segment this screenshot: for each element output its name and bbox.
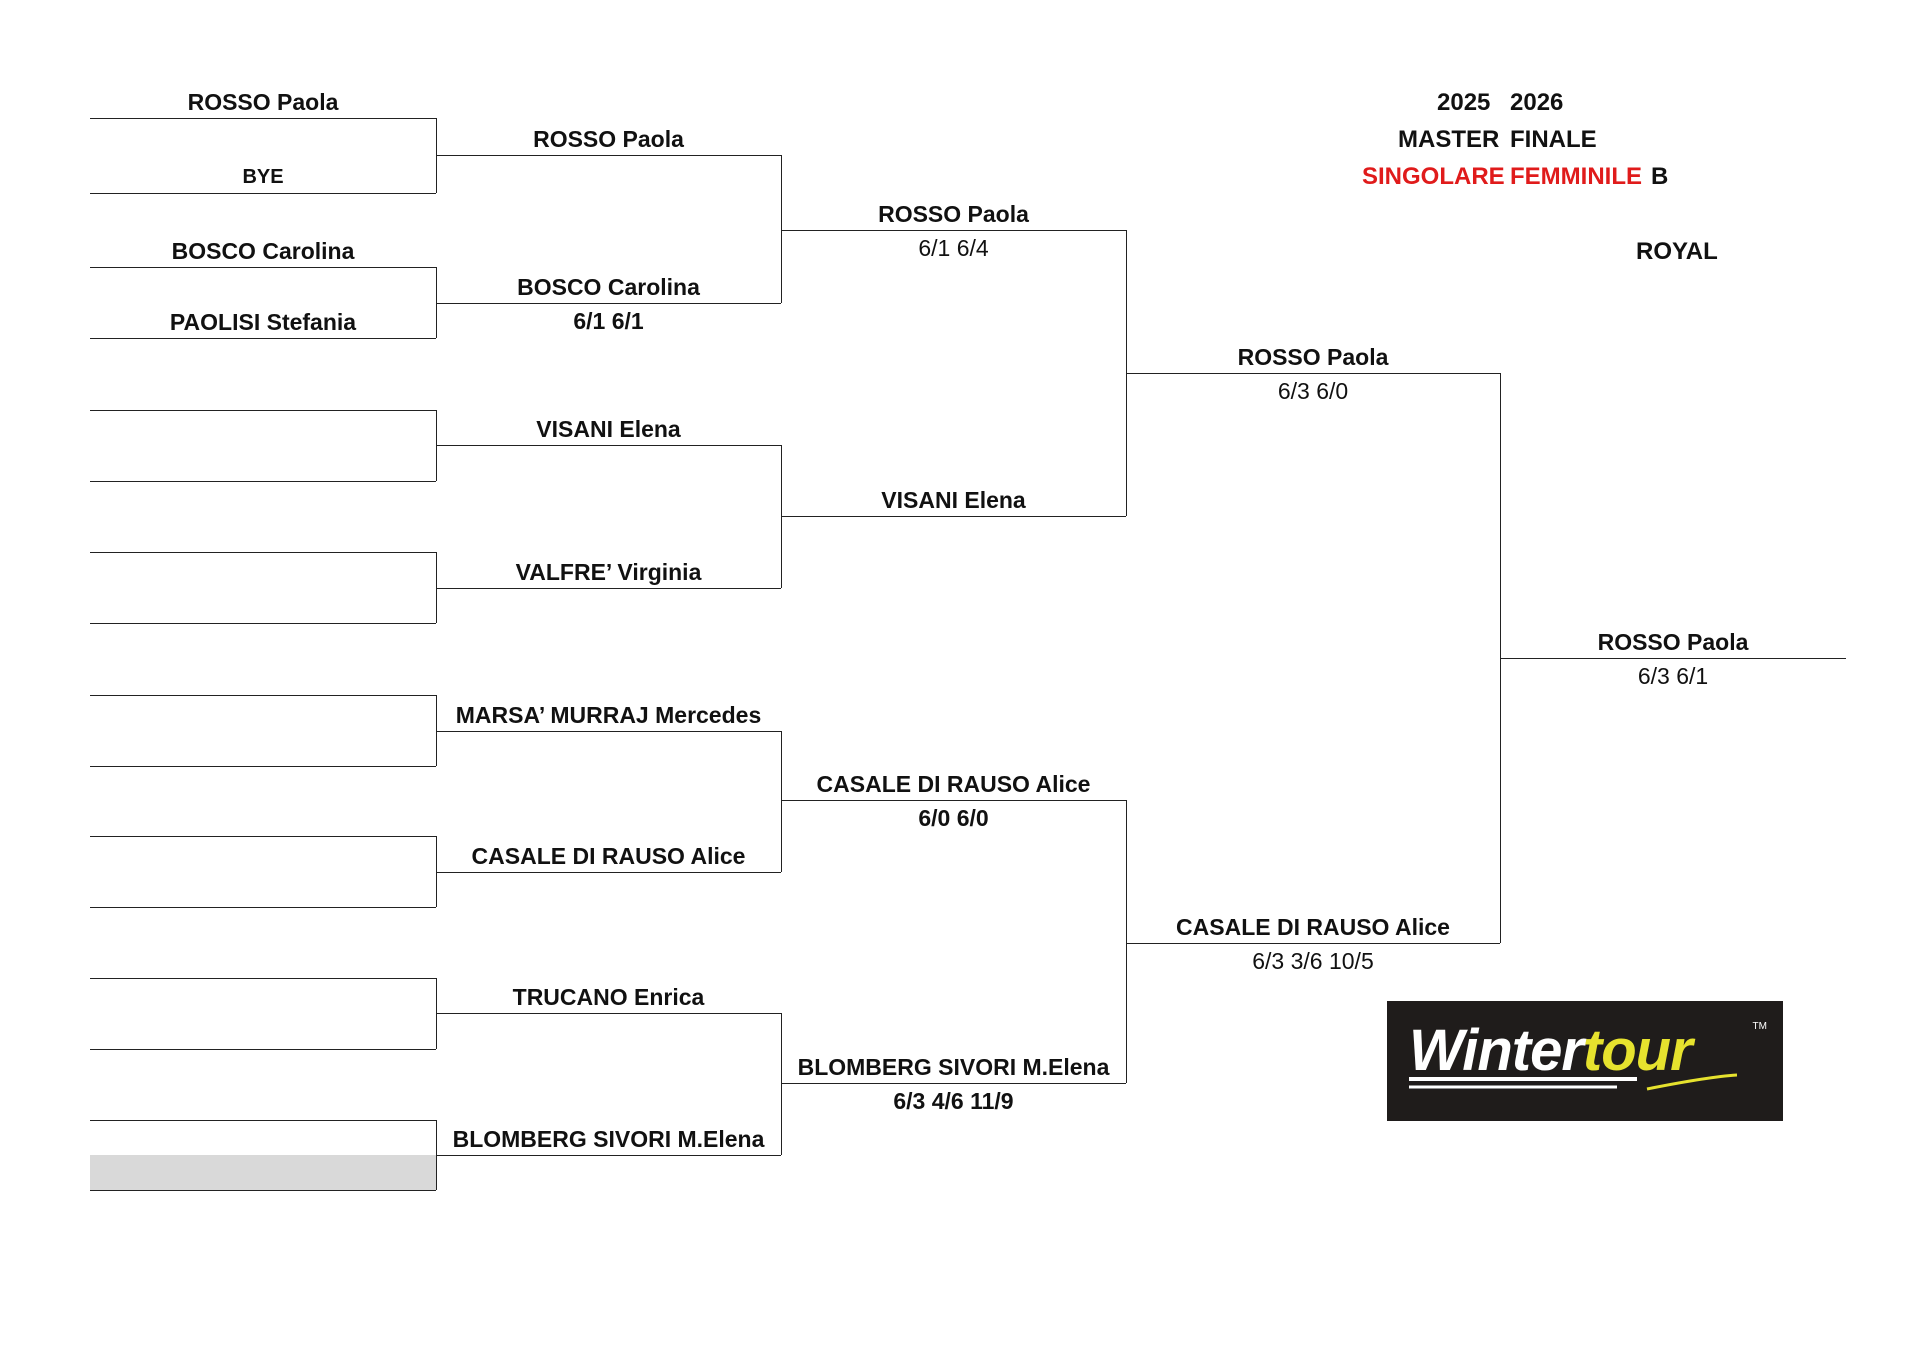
round3-player: CASALE DI RAUSO Alice [816,771,1091,797]
logo-wordmark: Wintertour [1409,1011,1693,1091]
semifinal-line [1126,943,1500,944]
logo-word-main: Winter [1409,1018,1584,1083]
round2-player: MARSA’ MURRAJ Mercedes [455,702,762,728]
event-title-finale: FINALE [1510,126,1597,153]
semifinal-score: 6/3 3/6 10/5 [1252,948,1374,974]
round1-player: BYE [242,166,284,188]
season-end-year: 2026 [1510,89,1564,116]
round1-line [90,907,436,908]
logo-swoosh-icon [1409,1073,1737,1091]
round2-player: ROSSO Paola [533,126,684,152]
category-suffix: B [1651,163,1669,190]
round1-line [90,766,436,767]
round2-player: TRUCANO Enrica [512,984,705,1010]
round1-line [90,481,436,482]
round1-player: ROSSO Paola [187,89,339,115]
round1-line [90,552,436,553]
round3-line [781,1083,1126,1084]
round2-line [436,1155,781,1156]
round1-connector [436,695,437,766]
round3-line [781,516,1126,517]
round2-line [436,445,781,446]
round1-connector [436,552,437,623]
round3-score: 6/3 4/6 11/9 [893,1088,1014,1114]
round1-line [90,978,436,979]
season-start-year: 2025 [1437,89,1491,116]
final-line [1500,658,1846,659]
round2-line [436,588,781,589]
empty-slot-shade [90,1155,436,1190]
round2-line [436,731,781,732]
round2-line [436,155,781,156]
round1-line [90,1120,436,1121]
round1-line [90,1190,436,1191]
wintertour-logo: Wintertour TM [1387,1001,1783,1121]
round2-connector [781,1013,782,1155]
round3-line [781,800,1126,801]
semifinal-line [1126,373,1500,374]
event-title-master: MASTER [1398,126,1500,153]
category-femminile: FEMMINILE [1510,163,1642,190]
round1-line [90,267,436,268]
round3-player: VISANI Elena [881,487,1026,513]
round2-connector [781,731,782,872]
venue-name: ROYAL [1636,238,1718,265]
round3-score: 6/0 6/0 [918,805,989,831]
round1-line [90,118,436,119]
semifinal-player: CASALE DI RAUSO Alice [1176,914,1450,940]
round2-player: VISANI Elena [536,416,681,442]
champion-player: ROSSO Paola [1597,629,1749,655]
round2-line [436,872,781,873]
round3-connector [1126,800,1127,1083]
round1-connector [436,267,437,338]
semifinal-player: ROSSO Paola [1237,344,1389,370]
round1-line [90,695,436,696]
round1-line [90,623,436,624]
round2-player: VALFRE’ Virginia [515,559,702,585]
round3-line [781,230,1126,231]
round2-player: BLOMBERG SIVORI M.Elena [452,1126,765,1152]
round2-line [436,303,781,304]
round1-line [90,193,436,194]
round1-connector [436,836,437,907]
round1-player: PAOLISI Stefania [169,309,357,335]
category-singolare: SINGOLARE [1362,163,1505,190]
logo-trademark: TM [1752,1021,1767,1032]
round2-line [436,1013,781,1014]
round2-player: CASALE DI RAUSO Alice [471,843,746,869]
round2-player: BOSCO Carolina [517,274,700,300]
round1-line [90,410,436,411]
round2-score: 6/1 6/1 [573,308,644,334]
round1-line [90,836,436,837]
round3-player: ROSSO Paola [878,201,1029,227]
round1-line [90,1049,436,1050]
semifinal-score: 6/3 6/0 [1277,378,1349,404]
round1-player: BOSCO Carolina [171,238,355,264]
final-score: 6/3 6/1 [1637,663,1709,689]
round1-line [90,338,436,339]
round3-player: BLOMBERG SIVORI M.Elena [797,1054,1110,1080]
round3-score: 6/1 6/4 [918,235,989,261]
logo-word-accent: tour [1582,1018,1693,1083]
round2-connector [781,155,782,303]
